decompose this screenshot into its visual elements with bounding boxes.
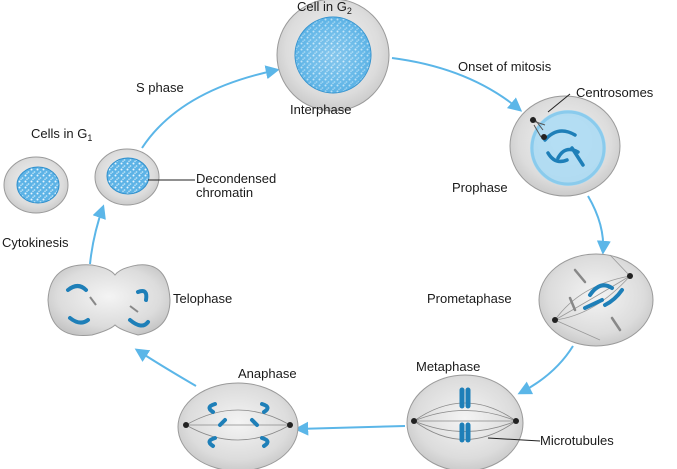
cell-g1-left [3,156,69,214]
centrosome-2 [541,134,547,140]
metaphase-cell [406,374,541,469]
arrow-prophase-to-prometaphase [587,195,611,255]
label-telophase: Telophase [173,291,233,306]
label-chromatin: chromatin [196,185,254,200]
cycle-arrows [89,57,611,436]
arrow-telophase-to-cytokinesis [89,204,106,265]
arrow-g1-to-g2 [141,65,280,149]
label-decondensed: Decondensed [196,171,277,186]
label-anaphase: Anaphase [238,366,297,381]
label-cell-in-g2: Cell in G2 [297,0,352,16]
anaphase-cell [177,382,299,469]
telophase-cell [47,264,171,337]
label-interphase: Interphase [290,102,352,117]
label-s-phase: S phase [136,80,184,95]
arrow-metaphase-to-anaphase [294,421,406,436]
label-metaphase: Metaphase [416,359,481,374]
label-onset-of-mitosis: Onset of mitosis [458,59,552,74]
prophase-cell [509,93,621,197]
label-centrosomes: Centrosomes [576,85,654,100]
label-microtubules: Microtubules [540,433,614,448]
label-cells-in-g1: Cells in G1 [31,126,93,144]
arrow-anaphase-to-telophase [134,348,197,387]
prometaphase-cell [538,253,654,347]
cell-g1-right [94,148,195,206]
label-prometaphase: Prometaphase [427,291,512,306]
arrow-g2-to-onset [391,57,523,112]
label-cytokinesis: Cytokinesis [2,235,69,250]
arrow-prometaphase-to-metaphase [517,345,574,395]
cell-g2 [276,0,390,112]
label-prophase: Prophase [452,180,508,195]
centrosome-1 [530,117,536,123]
